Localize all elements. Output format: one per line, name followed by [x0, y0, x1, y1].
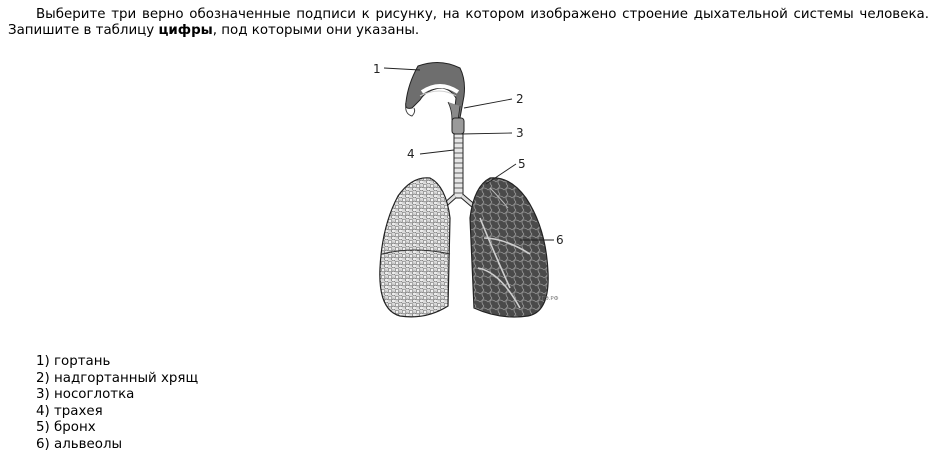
right-lung — [469, 177, 549, 318]
label-4: 4 — [407, 147, 415, 161]
question-text: Выберите три верно обозначенные подписи … — [8, 7, 929, 39]
respiratory-system-drawing: 1 2 3 4 5 6 ЕГЭ.РФ — [373, 62, 564, 318]
answer-item-3: 3) носоглотка — [36, 387, 135, 402]
answer-item-6: 6) альвеолы — [36, 436, 123, 452]
answer-list: 1) гортань 2) надгортанный хрящ 3) носог… — [36, 354, 198, 453]
question-text-end: , под которыми они указаны. — [212, 23, 420, 38]
label-5: 5 — [518, 157, 526, 171]
trachea — [440, 117, 478, 210]
answer-item-5: 5) бронх — [36, 420, 96, 435]
label-lines — [383, 67, 554, 241]
left-lung — [379, 177, 451, 318]
answer-item-2: 2) надгортанный хрящ — [36, 370, 199, 386]
question-bold-word: цифры — [158, 23, 213, 38]
head-airways — [405, 62, 465, 121]
answer-item-4: 4) трахея — [36, 403, 103, 419]
question-text-start: Выберите три верно обозначенные подписи … — [8, 7, 929, 38]
label-2: 2 — [516, 92, 524, 106]
watermark: ЕГЭ.РФ — [538, 296, 559, 302]
answer-item-1: 1) гортань — [36, 354, 111, 369]
label-3: 3 — [516, 126, 524, 140]
label-6: 6 — [556, 233, 564, 247]
label-1: 1 — [373, 62, 381, 76]
respiratory-system-figure: 1 2 3 4 5 6 ЕГЭ.РФ — [360, 58, 580, 326]
